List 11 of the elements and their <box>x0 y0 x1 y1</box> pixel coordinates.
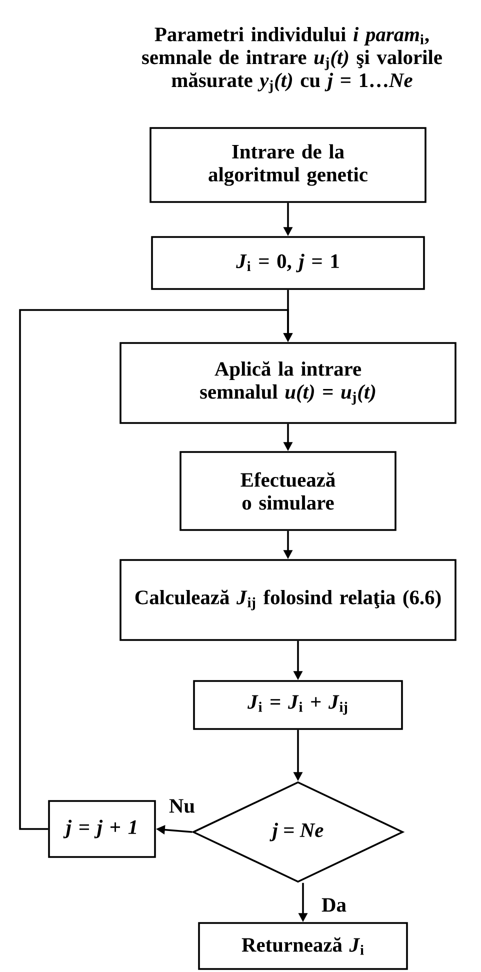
process-box: j = j + 1 <box>48 800 156 858</box>
process-box: J$_{i}$ = J$_{i}$ + J$_{ij}$ <box>193 680 403 730</box>
heading-text: Parametri individului i param$_{i}$, semnale de intrare u$_{j}$(t) şi valorile măsurate y$_{j}$(t) cu j = 1…Ne <box>142 26 442 94</box>
process-box: Aplică la intrare semnalul u(t) = u$_{j}$(t) <box>120 342 456 424</box>
process-box: Efectuează o simulare <box>180 451 396 531</box>
process-box: Calculează J$_{ij}$ folosind relaţia (6.6) <box>120 559 456 641</box>
process-box: Intrare de la algoritmul genetic <box>150 127 426 203</box>
process-box: J$_{i}$ = 0, j = 1 <box>151 236 425 290</box>
arrow <box>19 309 293 830</box>
edge-label: Da <box>320 897 348 913</box>
process-box: Returnează J$_{i}$ <box>198 922 408 970</box>
